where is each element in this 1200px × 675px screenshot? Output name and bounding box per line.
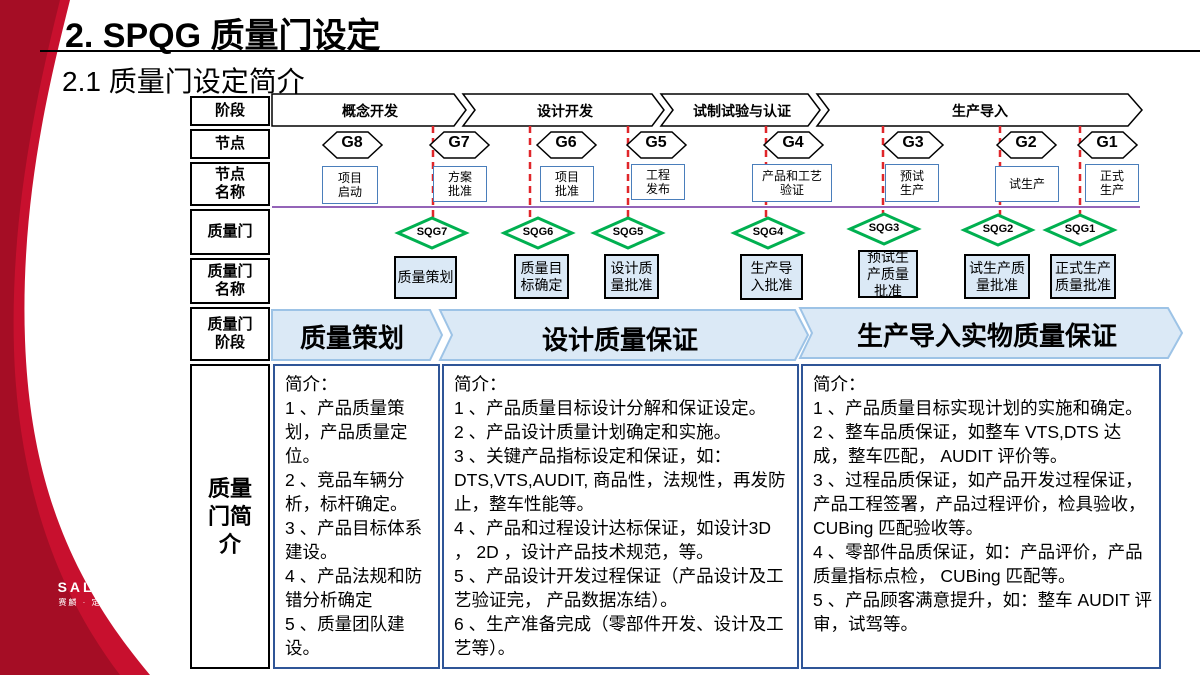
phase-arrow-2 [461,93,665,127]
node-name-G4: 产品和工艺验证 [752,164,832,202]
sqg-label-5: SQG5 [612,226,644,238]
stage-label-1: 质量策划 [299,323,404,353]
sqg-diamond-5 [590,216,666,250]
logo-tagline: 赛麟 · 定义极致 [58,598,132,607]
desc1-line: 3 、产品目标体系建设。 [285,518,423,562]
desc3-line: 4 、零部件品质保证，如：产品评价，产品质量指标点检， CUBing 匹配等。 [813,542,1143,586]
quality-gate-name-2: 试生产质量批准 [964,254,1030,299]
quality-gate-name-1: 正式生产质量批准 [1050,254,1116,299]
node-name-G6: 项目批准 [540,166,594,202]
quality-gate-name-4: 生产导入批准 [740,254,803,300]
row-label-quality-gate-intro: 质量门简介 [190,364,270,669]
desc3-line: 3 、过程品质保证，如产品开发过程保证，产品工程签署，产品过程评价，检具验收， … [813,470,1151,538]
stage-arrow-3 [798,307,1184,359]
gate-label-G5: G5 [645,134,667,151]
phase-label-1: 概念开发 [342,103,398,119]
desc2-line: 简介： [454,374,507,394]
desc3-line: 5 、产品顾客满意提升，如：整车 AUDIT 评审，试驾等。 [813,590,1153,634]
desc2-line: 2 、产品设计质量计划确定和实施。 [454,422,732,442]
sqg-label-3: SQG3 [868,222,900,234]
desc2-line: 1 、产品质量目标设计分解和保证设定。 [454,398,767,418]
gate-label-G7: G7 [448,134,470,151]
desc1-line: 2 、竞品车辆分析，标杆确定。 [285,470,408,514]
stage-label-3: 生产导入实物质量保证 [856,321,1117,351]
logo-wordmark: SALEEN [57,579,133,595]
stage-arrow-2 [438,309,810,361]
page-title: 2. SPQG 质量门设定 [65,17,381,55]
stage-arrow-1 [271,309,444,361]
node-name-G5: 工程发布 [631,164,685,200]
desc2-line: 3 、关键产品指标设定和保证，如：DTS,VTS,AUDIT, 商品性，法规性，… [454,446,786,514]
saleen-emblem-icon [82,549,108,571]
gate-label-G3: G3 [902,134,924,151]
row-label-quality-gate: 质量门 [190,209,270,255]
gate-label-G4: G4 [782,134,804,151]
description-box-3: 简介： 1 、产品质量目标实现计划的实施和确定。 2 、整车品质保证，如整车 V… [801,364,1161,669]
gate-diamond-G8 [321,131,384,159]
sqg-label-6: SQG6 [522,226,554,238]
desc3-line: 简介： [813,374,866,394]
quality-gate-name-7: 质量策划 [394,256,457,299]
brand-band [0,0,150,675]
description-box-2: 简介： 1 、产品质量目标设计分解和保证设定。 2 、产品设计质量计划确定和实施… [442,364,799,669]
node-name-G2: 试生产 [995,166,1059,202]
sqg-label-7: SQG7 [416,226,448,238]
row-label-quality-gate-stage: 质量门阶段 [190,307,270,361]
gate-diamond-G2 [995,131,1058,159]
sqg-diamond-7 [394,216,470,250]
desc2-line: 5 、产品设计开发过程保证（产品设计及工艺验证完， 产品数据冻结）。 [454,566,784,610]
phase-label-4: 生产导入 [952,103,1008,119]
desc3-line: 1 、产品质量目标实现计划的实施和确定。 [813,398,1143,418]
gate-diamond-G3 [882,131,945,159]
desc1-line: 4 、产品法规和防错分析确定 [285,566,423,610]
sqg-diamond-4 [730,216,806,250]
desc1-line: 1 、产品质量策划，产品质量定位。 [285,398,408,466]
node-name-G1: 正式生产 [1085,164,1139,202]
phase-label-2: 设计开发 [537,103,593,119]
stage-label-2: 设计质量保证 [541,325,698,355]
sqg-diamond-3 [846,212,922,246]
gate-diamond-G1 [1076,131,1139,159]
gate-label-G1: G1 [1096,134,1118,151]
node-name-G7: 方案批准 [433,166,487,202]
sqg-diamond-2 [960,213,1036,247]
phase-arrow-3 [659,93,821,127]
description-box-1: 简介： 1 、产品质量策划，产品质量定位。 2 、竞品车辆分析，标杆确定。 3 … [273,364,440,669]
desc1-line: 简介： [285,374,338,394]
sqg-diamond-1 [1042,213,1118,247]
desc3-line: 2 、整车品质保证，如整车 VTS,DTS 达成，整车匹配， AUDIT 评价等… [813,422,1122,466]
quality-gate-name-6: 质量目标确定 [514,254,569,299]
gate-label-G6: G6 [555,134,577,151]
gate-diamond-G5 [625,131,688,159]
gate-label-G2: G2 [1015,134,1037,151]
node-name-G3: 预试生产 [885,164,939,202]
row-label-node: 节点 [190,129,270,159]
phase-arrow-4 [815,93,1143,127]
gate-diamond-G4 [762,131,825,159]
quality-gate-name-3: 预试生产质量批准 [858,250,918,298]
phase-label-3: 试制试验与认证 [693,103,791,119]
sqg-label-2: SQG2 [982,223,1014,235]
quality-gate-name-5: 设计质量批准 [604,254,659,299]
saleen-logo: SALEEN 赛麟 · 定义极致 [30,548,160,608]
row-label-node-name: 节点名称 [190,162,270,206]
gate-diamond-G7 [428,131,491,159]
sqg-label-1: SQG1 [1064,223,1096,235]
row-label-quality-gate-name: 质量门名称 [190,258,270,304]
desc1-line: 5 、质量团队建设。 [285,614,405,658]
node-name-G8: 项目启动 [322,166,378,204]
sqg-label-4: SQG4 [752,226,784,238]
gate-diamond-G6 [535,131,598,159]
row-label-phase: 阶段 [190,96,270,126]
title-divider [40,50,1200,52]
desc2-line: 4 、产品和过程设计达标保证，如设计3D ， 2D ，设计产品技术规范，等。 [454,518,776,562]
gate-label-G8: G8 [341,134,363,151]
desc2-line: 6 、生产准备完成（零部件开发、设计及工艺等）。 [454,614,784,658]
sqg-diamond-6 [500,216,576,250]
phase-arrow-1 [271,93,467,127]
page-subtitle: 2.1 质量门设定简介 [62,66,305,97]
